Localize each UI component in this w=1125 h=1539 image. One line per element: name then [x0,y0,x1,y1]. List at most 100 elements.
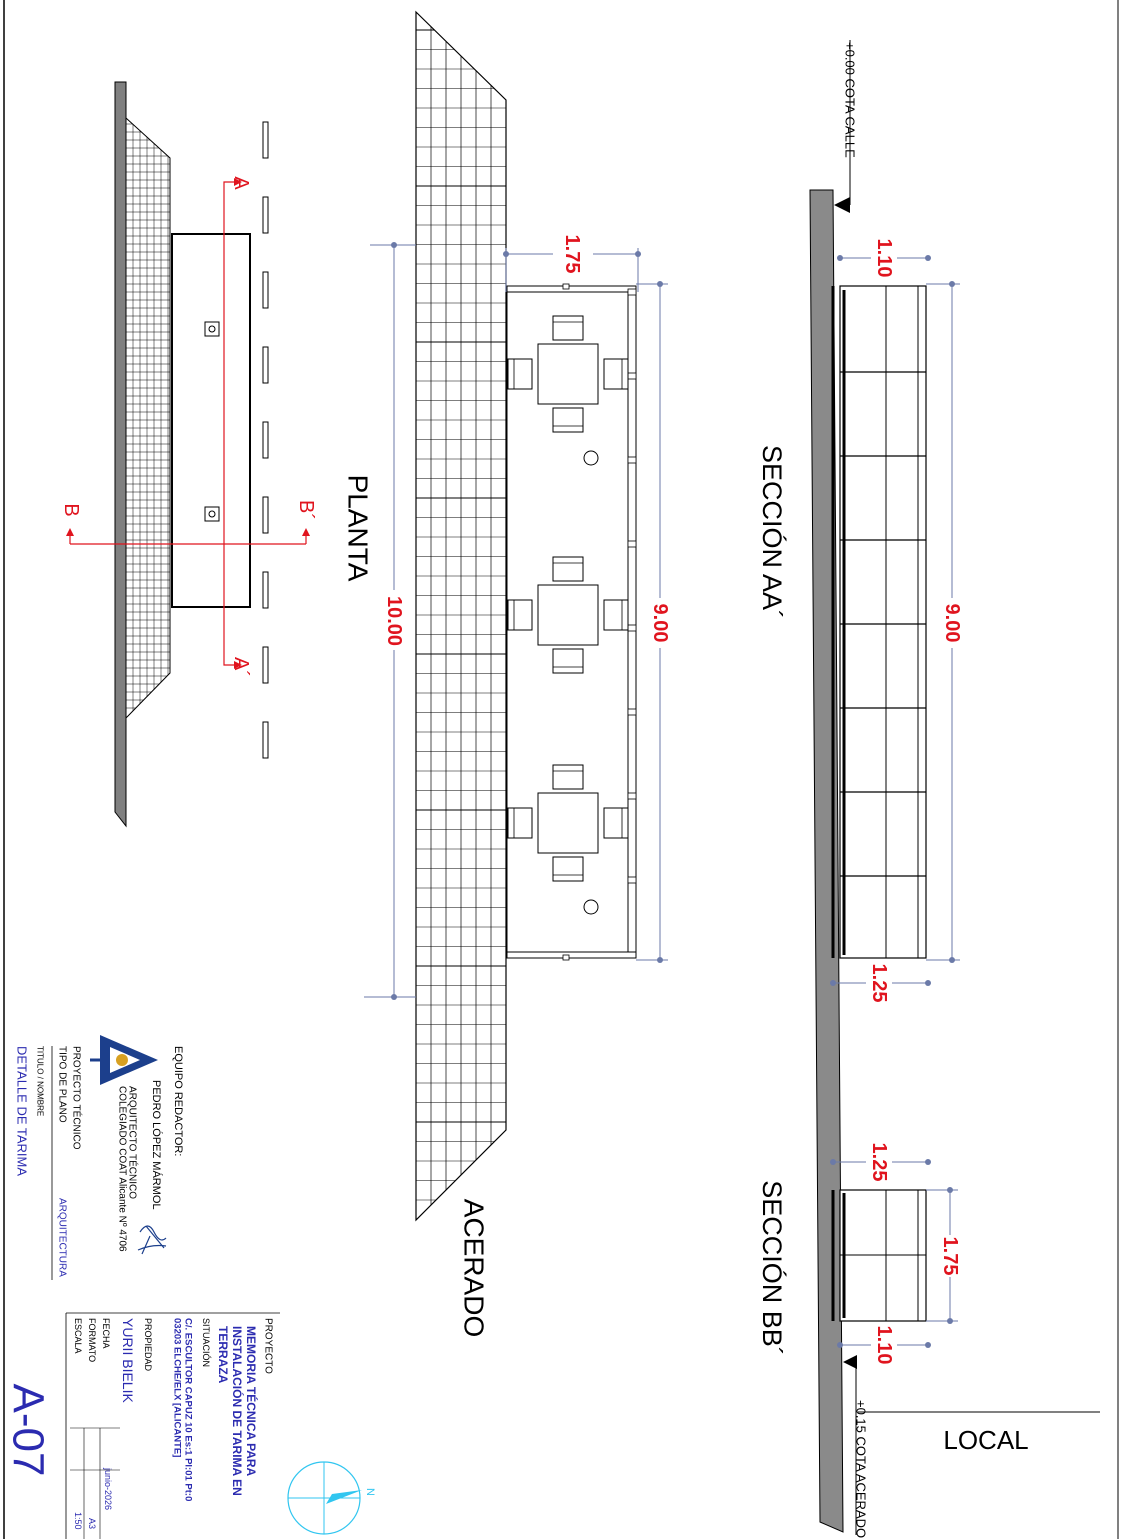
key-plan-curb-marks [262,121,269,759]
key-plan-post [204,506,220,522]
dim-dot [949,957,955,963]
dim-mask [871,244,897,272]
north-label: N [364,1488,376,1496]
dim-aa-top: 1.10 [873,239,895,278]
cut-arrow-b-end [302,528,310,536]
author-college: COLEGIADO COAT Alicante Nº 4706 [117,1086,128,1252]
plan-type-value: ARQUITECTURA [57,1198,68,1277]
location-line-2: 03203 ELCHE/ELX [ALICANTE] [172,1318,183,1457]
rail-post [627,708,637,716]
level-marker-sidewalk [843,1355,857,1369]
dim-dot [635,251,641,257]
owner-value: YURII BIELIK [120,1318,136,1403]
cut-arrow-b-start [66,528,74,536]
dim-dot [391,242,397,248]
team-label: EQUIPO REDACTOR: [172,1046,184,1156]
dim-dot [503,251,509,257]
key-plan-grid-lines [126,123,170,711]
dim-plan-depth: 1.75 [561,235,583,274]
dim-aa-length: 9.00 [941,604,963,643]
dim-dot [925,980,931,986]
plan-title: PLANTA [343,475,374,582]
logo-center [116,1054,128,1066]
rail-post [627,624,637,632]
curb-mark [262,646,269,684]
dim-mask [940,598,964,648]
key-plan-wall [114,81,127,828]
dim-plan-length: 9.00 [649,604,671,643]
chair [552,648,584,674]
scale-value: 1:50 [73,1512,83,1530]
section-aa-frame [839,285,927,959]
dim-aa-bottom: 1.25 [868,964,890,1003]
chair [507,599,533,631]
project-type: PROYECTO TÉCNICO [71,1046,84,1150]
project-label: PROYECTO [263,1318,274,1374]
key-plan-post-center [208,510,216,518]
dim-dot [947,1187,953,1193]
title-value: DETALLE DE TARIMA [15,1046,30,1176]
dim-dot [837,255,843,261]
chair [603,807,629,839]
table [537,584,599,646]
rail-post [627,372,637,380]
dim-mask [938,1235,962,1277]
dim-dot [657,957,663,963]
rail-post [627,288,637,296]
planter [583,899,599,915]
chair [603,599,629,631]
sidewalk-grid-lines [416,26,506,1205]
author-name: PEDRO LÓPEZ MÁRMOL [150,1080,163,1210]
cut-arrow-a-end [234,661,242,669]
dim-bb-depth: 1.75 [939,1237,961,1276]
railing-posts [562,283,637,961]
section-aa-title: SECCIÓN AA´ [757,445,788,619]
rail-post [627,876,637,884]
curb-mark [262,121,269,159]
project-line-3: TERRAZA [216,1326,230,1384]
chair [552,764,584,790]
rail-post [562,283,570,290]
date-label: FECHA [101,1318,111,1349]
curb-mark [262,721,269,759]
section-aa [831,285,927,959]
curb-mark [262,571,269,609]
project-line-1: MEMORIA TÉCNICA PARA [244,1326,259,1477]
signature [137,1225,167,1255]
north-pointer [326,1490,362,1504]
dim-mask [648,598,672,648]
rail-post [562,954,570,961]
north-arrow-icon: N [287,1461,376,1535]
sections: 1.10 9.00 1.25 1.25 1.75 1.10 SECCIÓN AA [757,40,1100,1538]
key-plan: A A´ B B´ [60,81,317,828]
chair [552,556,584,582]
level-sidewalk-label: +0.15 COTA ACERADO [854,1400,869,1538]
chair [552,407,584,433]
rail-post [627,456,637,464]
author-role: ARQUITECTO TÉCNICO [127,1086,140,1199]
dim-dot [949,281,955,287]
chair [507,358,533,390]
title-block: EQUIPO REDACTOR: PEDRO LÓPEZ MÁRMOL ARQU… [4,1035,376,1539]
sidewalk-label: ACERADO [459,1199,490,1337]
key-plan-post-center [208,325,216,333]
chair [552,315,584,341]
curb-mark [262,196,269,234]
cut-arrow-a-start [234,178,242,186]
dim-dot [925,1159,931,1165]
section-aa-panels [840,371,926,877]
chair [507,807,533,839]
date-value: junio-2026 [103,1467,113,1510]
table [537,343,599,405]
section-ground-wall [809,189,844,1533]
dim-bb-bottom: 1.10 [873,1326,895,1365]
dim-dot [830,980,836,986]
section-bb-title: SECCIÓN BB´ [757,1180,788,1356]
cut-label-b: B [60,503,82,516]
dim-mask [382,590,406,650]
plan-view: 1.75 9.00 10.00 PLANTA ACERADO [343,10,672,1337]
rail-post [627,540,637,548]
dim-dot [947,1318,953,1324]
curb-mark [262,421,269,459]
